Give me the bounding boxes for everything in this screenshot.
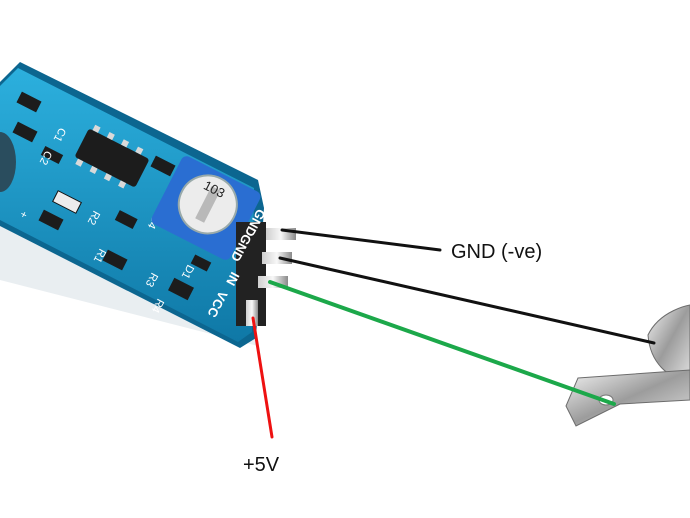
silk-r3: R3	[143, 271, 160, 289]
silk-r4: R4	[149, 297, 166, 315]
ic-chip	[75, 124, 149, 189]
pcb-surface	[0, 68, 254, 342]
wire-in-jack	[268, 280, 616, 406]
smd-part	[38, 209, 64, 231]
silkscreen-labels: C1 C2 R1 R2 R3 R4 D1 C4 +	[16, 126, 196, 315]
smd-part	[16, 91, 42, 113]
vcc-callout-label: +5V	[243, 454, 280, 476]
silk-r1: R1	[91, 247, 108, 265]
pin-label-in: IN	[223, 270, 242, 289]
jack-lug	[565, 369, 690, 427]
potentiometer: 103	[151, 156, 261, 260]
pcb-board: C1 C2 R1 R2 R3 R4 D1 C4 + 103 GND GN	[0, 62, 296, 348]
smd-part	[168, 277, 194, 301]
silk-d1: D1	[179, 263, 196, 281]
silk-c1: C1	[51, 126, 68, 144]
header-pin-vcc	[246, 300, 258, 326]
smd-part	[102, 249, 128, 271]
smd-components	[12, 91, 212, 301]
smd-part	[52, 190, 82, 214]
pin-header	[236, 222, 296, 326]
jack-barrel	[647, 304, 690, 381]
wire-gnd-jack	[278, 256, 656, 345]
silk-r2: R2	[85, 209, 102, 227]
wires	[251, 228, 656, 439]
audio-jack	[565, 304, 690, 427]
silk-plus: +	[16, 209, 30, 220]
silk-c2: C2	[37, 149, 54, 167]
gnd-callout-label: GND (-ve)	[451, 241, 543, 263]
smd-part	[114, 210, 138, 229]
header-pin-gnd-2	[262, 252, 292, 264]
smd-part	[12, 121, 38, 143]
smd-part	[150, 155, 176, 177]
electrolytic-capacitor	[0, 132, 16, 192]
wire-vcc	[251, 316, 274, 439]
smd-part	[190, 254, 212, 272]
smd-part	[40, 146, 64, 164]
wire-gnd-callout	[280, 228, 442, 252]
